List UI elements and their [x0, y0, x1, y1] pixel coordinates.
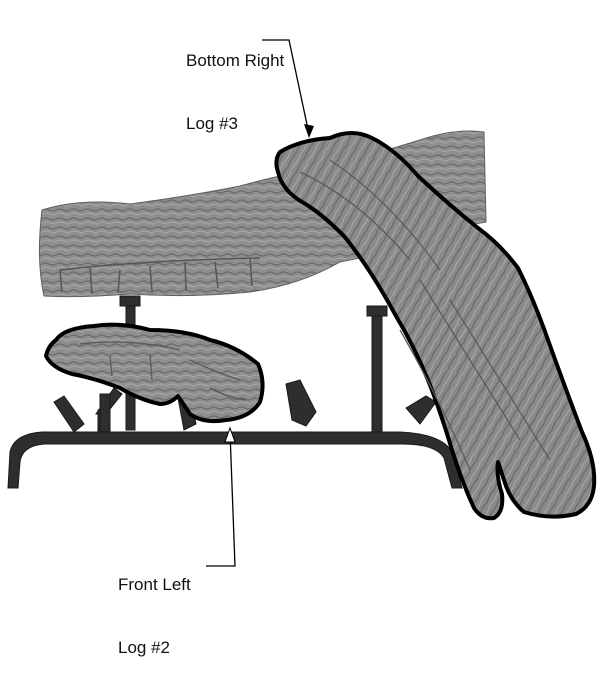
callout-bottom-right-log: Bottom Right Log #3: [186, 8, 284, 155]
callout-front-left-log: Front Left Log #2: [118, 532, 191, 679]
bottom-right-log: [276, 133, 594, 518]
front-left-log: [46, 325, 263, 421]
callout-bottom-right-line2: Log #3: [186, 113, 284, 134]
callout-arrow-top: [304, 124, 314, 138]
callout-front-left-line1: Front Left: [118, 574, 191, 595]
callout-bottom-right-line1: Bottom Right: [186, 50, 284, 71]
log-set-diagram: [0, 0, 602, 580]
callout-front-left-line2: Log #2: [118, 637, 191, 658]
callout-leader-bottom: [206, 432, 235, 566]
